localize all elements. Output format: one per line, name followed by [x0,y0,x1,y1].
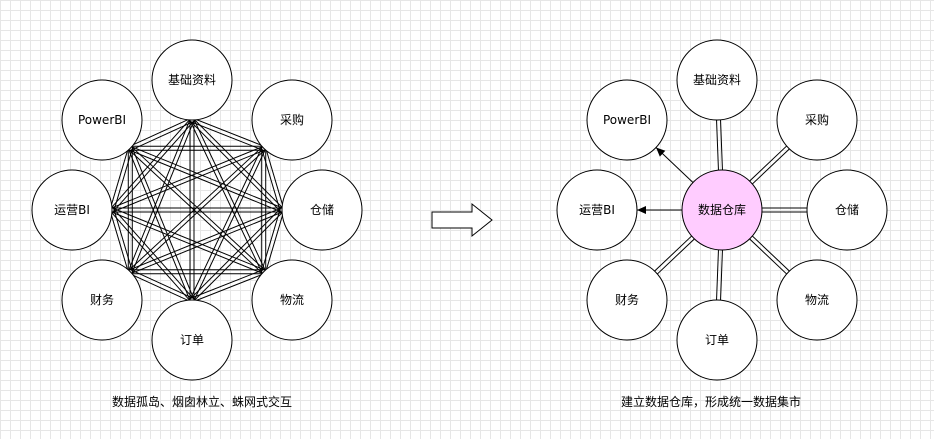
node-label: 仓储 [310,202,334,217]
left-node-storage: 仓储 [281,169,363,251]
right-arrow-icon [431,202,493,238]
mesh-link-ops-powerbi [109,147,133,211]
arrow-link-ops [637,206,682,214]
mesh-link-finance-powerbi [127,148,133,272]
left-caption: 数据孤岛、烟囱林立、蛛网式交互 [112,394,292,409]
hub-circle [681,169,763,251]
mesh-link-storage-order [190,208,284,302]
node-circle [776,79,858,161]
left-node-ops: 运营BI [31,169,113,251]
node-label: 订单 [705,333,729,347]
node-circle [151,299,233,381]
left-node-order: 订单 [151,299,233,381]
node-label: PowerBI [603,113,651,127]
right-hub-connections [637,119,807,301]
mesh-link-purchase-finance [128,146,266,274]
mesh-link-storage-ops [112,207,282,213]
right-node-ops: 运营BI [556,169,638,251]
hub-link-storage [762,207,807,213]
node-label: 财务 [615,292,639,307]
node-label: 订单 [180,333,204,347]
mesh-link-purchase-powerbi [130,145,264,151]
hub-link-base [716,119,723,171]
mesh-link-storage-powerbi [129,145,283,213]
node-circle [61,259,143,341]
left-node-logistics: 物流 [251,259,333,341]
mesh-link-order-ops [110,208,194,302]
node-label: 物流 [280,293,304,307]
node-circle [61,79,143,161]
right-node-finance: 财务 [586,259,668,341]
right-node-powerbi: PowerBI [586,79,668,161]
node-circle [151,39,233,121]
right-node-order: 订单 [676,299,758,381]
mesh-link-base-powerbi [129,117,194,151]
node-label: 物流 [805,293,829,307]
mesh-link-logistics-powerbi [128,146,266,274]
node-circle [281,169,363,251]
arrow-link-powerbi [655,147,694,183]
node-label: PowerBI [78,113,126,127]
mesh-link-storage-logistics [261,209,285,273]
mesh-link-storage-finance [129,207,283,275]
hub-link-logistics [749,235,790,275]
mesh-link-base-purchase [191,117,265,151]
right-node-storage: 仓储 [806,169,888,251]
left-mesh-connections [109,117,285,303]
node-label: 运营BI [579,203,615,217]
right-caption: 建立数据仓库，形成统一数据集市 [621,394,801,409]
node-label: 基础资料 [168,73,216,87]
node-label: 基础资料 [693,73,741,87]
node-label: 仓储 [835,202,859,217]
node-circle [776,259,858,341]
node-circle [586,79,668,161]
mesh-link-purchase-storage [261,147,285,211]
node-circle [251,259,333,341]
mesh-link-purchase-logistics [261,148,267,272]
node-circle [806,169,888,251]
node-label: 运营BI [54,203,90,217]
hub-label: 数据仓库 [698,202,746,217]
node-circle [676,299,758,381]
mesh-link-logistics-ops [111,207,265,275]
mesh-link-purchase-ops [111,145,265,213]
node-circle [676,39,758,121]
mesh-link-finance-ops [109,209,133,273]
node-circle [586,259,668,341]
node-label: 采购 [805,112,829,127]
hub-link-finance [654,235,695,275]
node-circle [31,169,113,251]
left-node-base: 基础资料 [151,39,233,121]
hub-link-order [716,249,723,301]
left-node-purchase: 采购 [251,79,333,161]
mesh-link-order-powerbi [127,147,195,301]
left-node-finance: 财务 [61,259,143,341]
node-label: 财务 [90,292,114,307]
mesh-link-order-finance [129,269,194,303]
hub-link-purchase [749,145,790,185]
node-circle [556,169,638,251]
left-node-powerbi: PowerBI [61,79,143,161]
right-node-base: 基础资料 [676,39,758,121]
node-circle [251,79,333,161]
right-node-logistics: 物流 [776,259,858,341]
right-node-purchase: 采购 [776,79,858,161]
node-label: 采购 [280,112,304,127]
hub-node-warehouse: 数据仓库 [681,169,763,251]
mesh-link-logistics-finance [130,269,264,275]
mesh-link-logistics-order [191,269,265,303]
